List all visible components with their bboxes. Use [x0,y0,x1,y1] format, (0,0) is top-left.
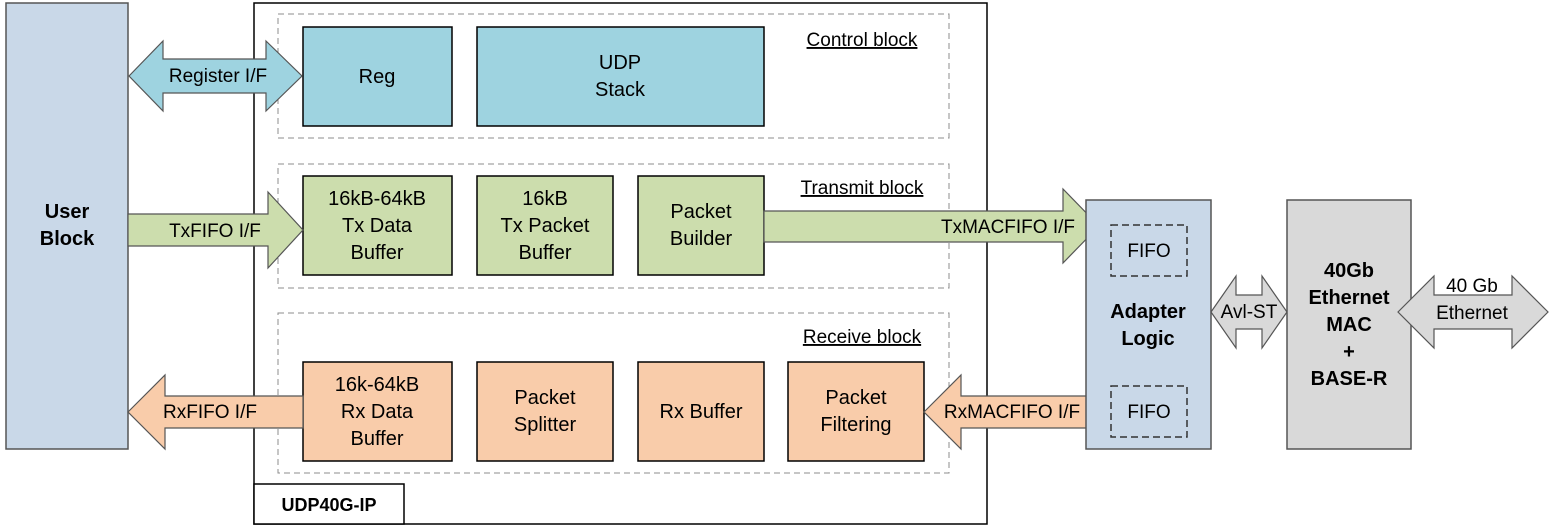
register-if-arrow: Register I/F [128,39,303,113]
rx-data-buffer-box [302,361,453,462]
packet-builder-line2: Builder [670,228,733,250]
rxmacfifo-if-arrow: RxMACFIFO I/F [923,373,1100,451]
user-block: User Block [5,2,129,450]
avl-st-arrow: Avl-ST [1210,274,1288,350]
tx-data-buffer-line3: Buffer [351,242,404,264]
txmacfifo-if-arrow: TxMACFIFO I/F [763,187,1100,265]
rx-data-buffer-line2: Rx Data [341,401,414,423]
adapter-logic-line1: Adapter [1110,301,1186,323]
packet-splitter-box [476,361,614,462]
control-block-label: Control block [807,30,918,51]
tx-packet-buffer-line1: 16kB [522,188,568,210]
packet-builder-box [637,175,765,276]
udp-stack-label-line1: UDP [599,52,641,74]
avl-st-label: Avl-ST [1221,302,1278,323]
rxfifo-if-label: RxFIFO I/F [163,402,257,423]
tx-data-buffer-line2: Tx Data [342,215,413,237]
rx-data-buffer-line1: 16k-64kB [335,374,420,396]
control-block: Control block Reg UDP Stack [277,13,950,139]
packet-splitter-line1: Packet [514,387,576,409]
tx-packet-buffer-line3: Buffer [519,242,572,264]
fifo-bottom-label: FIFO [1127,402,1170,423]
mac-label-line2: Ethernet [1308,287,1389,309]
ethernet-label-line1: 40 Gb [1446,276,1498,297]
ethernet-arrow: 40 Gb Ethernet [1397,274,1549,350]
rx-data-buffer-line3: Buffer [351,428,404,450]
udp-stack-label-line2: Stack [595,79,646,101]
adapter-logic-block: FIFO Adapter Logic FIFO [1085,199,1212,450]
tx-data-buffer-line1: 16kB-64kB [328,188,426,210]
tx-packet-buffer-box [476,175,614,276]
packet-builder-line1: Packet [670,201,732,223]
receive-block-label: Receive block [803,327,922,348]
txfifo-if-label: TxFIFO I/F [169,221,261,242]
tx-data-buffer-box [302,175,453,276]
ip-name-label: UDP40G-IP [281,495,376,515]
reg-box [302,26,453,127]
rx-buffer-box [637,361,765,462]
register-if-label: Register I/F [169,66,267,87]
packet-splitter-line2: Splitter [514,414,577,436]
tx-packet-buffer-line2: Tx Packet [501,215,590,237]
transmit-block-label: Transmit block [801,178,924,199]
mac-label-line3: MAC [1326,314,1372,336]
mac-label-line4: + [1343,341,1355,363]
txfifo-if-arrow: TxFIFO I/F [127,190,304,270]
rxfifo-if-arrow: RxFIFO I/F [127,373,304,451]
txmacfifo-if-label: TxMACFIFO I/F [941,217,1075,238]
fifo-top-label: FIFO [1127,241,1170,262]
rxmacfifo-if-label: RxMACFIFO I/F [944,402,1080,423]
packet-filtering-line2: Filtering [820,414,891,436]
fifo-top-box [1110,224,1188,277]
user-block-label-line1: User [45,201,90,223]
udp-stack-box [476,26,765,127]
transmit-block: Transmit block 16kB-64kB Tx Data Buffer … [277,163,950,289]
mac-label-line1: 40Gb [1324,260,1374,282]
packet-filtering-line1: Packet [825,387,887,409]
mac-block: 40Gb Ethernet MAC + BASE-R [1286,199,1412,450]
rx-buffer-label: Rx Buffer [660,401,743,423]
ethernet-label-line2: Ethernet [1436,303,1509,324]
mac-label-line5: BASE-R [1311,368,1388,390]
adapter-logic-line2: Logic [1121,328,1174,350]
fifo-bottom-box [1110,385,1188,438]
user-block-label-line2: Block [40,228,95,250]
reg-label: Reg [359,66,396,88]
packet-filtering-box [787,361,925,462]
receive-block: Receive block 16k-64kB Rx Data Buffer Pa… [277,312,950,474]
